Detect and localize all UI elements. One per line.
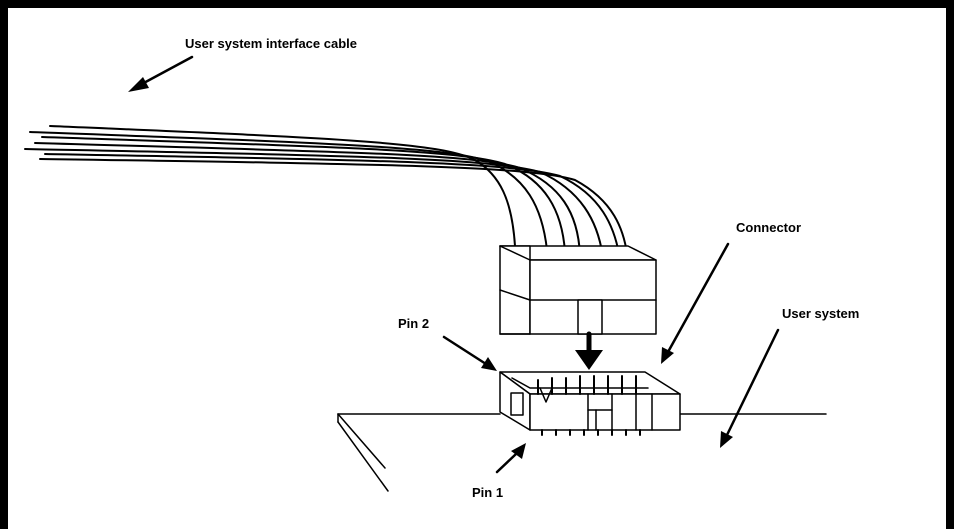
board-connector: [499, 371, 681, 436]
user-system-label: User system: [782, 306, 859, 321]
user-system-pointer-arrow: [720, 328, 780, 448]
user-system-board: [337, 413, 827, 492]
pin2-label: Pin 2: [398, 316, 429, 331]
connector-pointer-arrow: [661, 242, 730, 364]
cable-plug: [499, 245, 657, 335]
pin2-pointer-arrow: [442, 335, 497, 371]
connector-label: Connector: [736, 220, 801, 235]
cable-label: User system interface cable: [185, 36, 357, 51]
insert-direction-arrow: [575, 331, 603, 370]
cable-pointer-arrow: [128, 55, 194, 92]
cable-wires: [24, 125, 629, 263]
pin1-pointer-arrow: [495, 443, 526, 474]
pin1-label: Pin 1: [472, 485, 503, 500]
